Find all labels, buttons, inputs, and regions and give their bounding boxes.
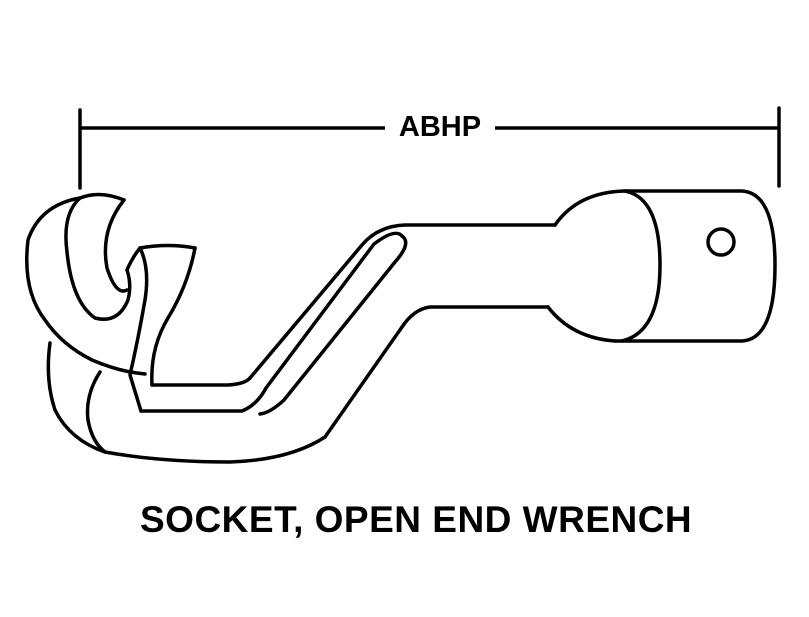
handle-ridge-lower (258, 234, 408, 416)
part-caption: SOCKET, OPEN END WRENCH (140, 499, 693, 540)
pin-hole (706, 227, 736, 257)
socket-cylinder-face (620, 189, 662, 343)
head-lower-jaw (128, 246, 149, 413)
head-upper-jaw (25, 196, 147, 376)
neck-top (553, 189, 627, 227)
head-slot-top (125, 243, 197, 272)
dimension-label: ABHP (385, 110, 495, 144)
head-underside (85, 370, 107, 454)
head-jaw-inner (64, 196, 132, 321)
handle-ridge (139, 231, 404, 413)
neck-bottom (546, 305, 617, 343)
head-bottom-curve (46, 341, 327, 464)
handle-bottom-edge (323, 305, 550, 439)
handle-lower-crank (150, 376, 252, 387)
head-top-tip (78, 192, 126, 202)
head-lower-jaw-face (150, 246, 197, 387)
head-slot-outer (103, 198, 129, 293)
handle-top-edge (248, 223, 557, 380)
socket-cylinder-outline (613, 189, 777, 343)
